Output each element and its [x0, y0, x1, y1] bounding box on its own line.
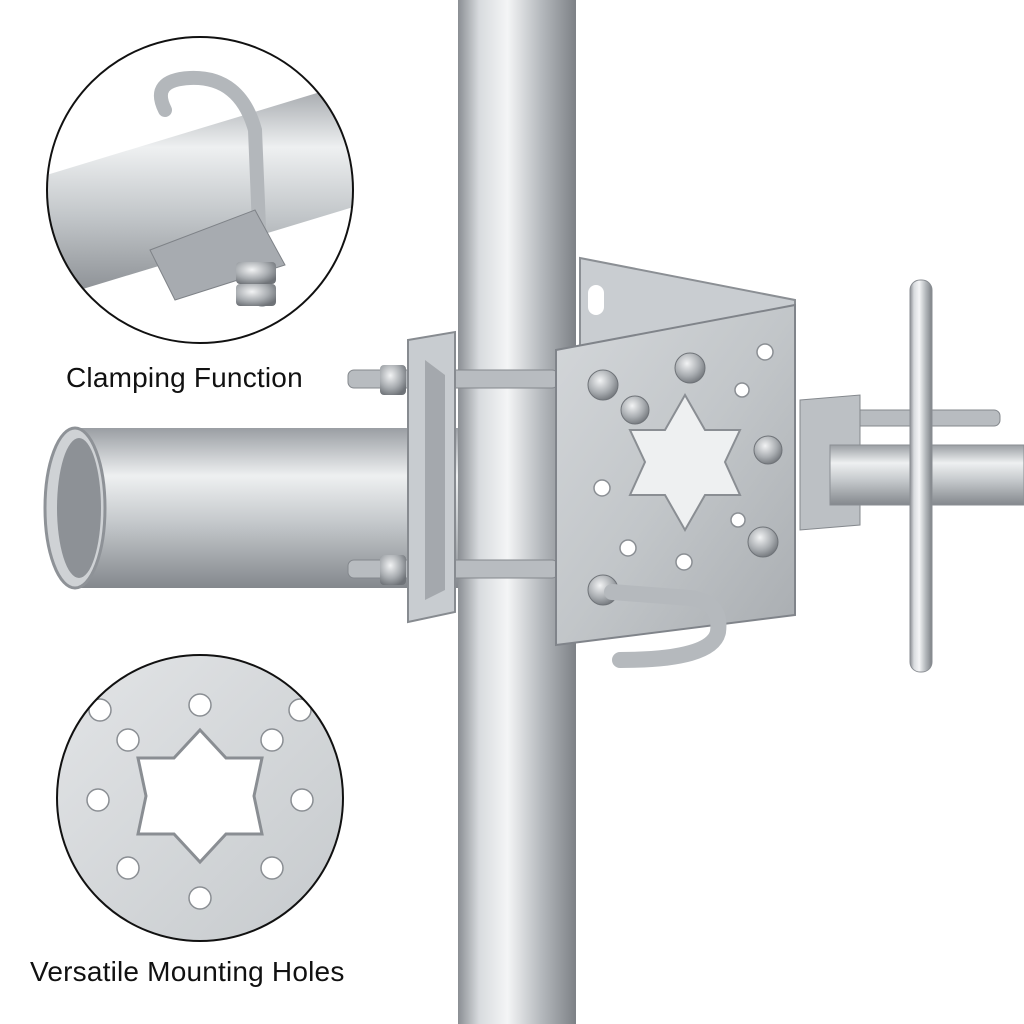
mounting-holes-inset: [56, 654, 344, 942]
mounting-holes-caption: Versatile Mounting Holes: [30, 956, 345, 987]
slot-hole: [588, 285, 604, 315]
saddle-clamp: [380, 330, 456, 624]
star-cutout: [628, 392, 742, 533]
j-hook: [604, 584, 727, 668]
hex-bolts: [587, 352, 783, 606]
mounting-plate: [555, 303, 796, 647]
square-arm: [799, 279, 1024, 673]
clamping-function-caption: Clamping Function: [66, 362, 303, 393]
star-hole-icon: [136, 727, 264, 865]
clamping-inset: [46, 36, 354, 344]
